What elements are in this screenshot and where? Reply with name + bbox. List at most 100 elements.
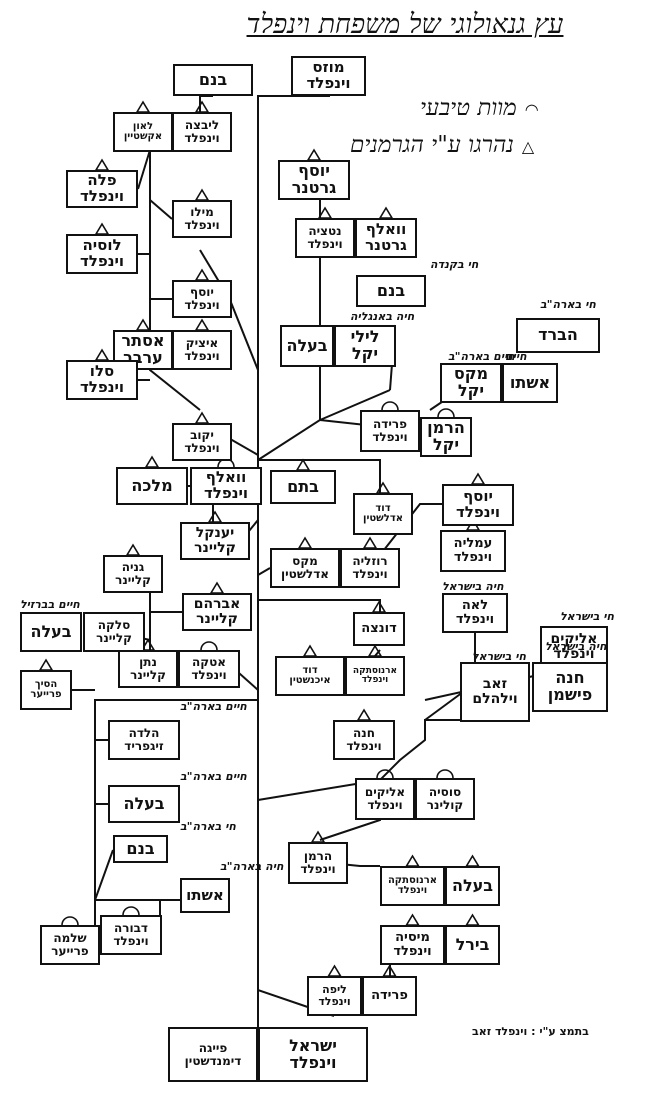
residence-note-israel1: חיה בישראל (442, 580, 504, 593)
residence-note-israel4: חיה בישראל (545, 640, 607, 653)
residence-note-israel2: חי בישראל (560, 610, 615, 623)
person-first-name: גניה (121, 560, 145, 575)
person-box-baala4: בעלה (445, 866, 500, 906)
person-first-name: הסיך (34, 678, 58, 690)
person-first-name: לילי (350, 327, 380, 347)
triangle-marker (94, 348, 110, 361)
person-first-name: יוסף (463, 487, 493, 506)
person-first-name: בנם (376, 280, 406, 300)
triangle-marker (310, 830, 326, 843)
person-first-name: נטציה (308, 224, 342, 239)
residence-note-israel3: חי בישראל (472, 650, 527, 663)
person-last-name: וינפלד (367, 798, 403, 812)
person-last-name: אדלשטין (281, 567, 329, 581)
person-last-name: וינפלד (191, 668, 227, 682)
person-first-name: אליקים (550, 631, 598, 648)
person-first-name: פרידה (371, 988, 408, 1004)
person-last-name: וינפלד (318, 995, 351, 1008)
triangle-marker (297, 536, 313, 549)
person-last-name: וינפלד (306, 74, 351, 92)
person-last-name: גרטנר (291, 178, 337, 197)
person-last-name: וינפלד (372, 430, 408, 444)
person-first-name: סלקה (97, 618, 131, 633)
triangle-marker (356, 708, 372, 721)
person-last-name: איכנשטין (289, 675, 331, 686)
person-first-name: פייגה (198, 1040, 228, 1055)
person-first-name: וואלף (205, 468, 247, 487)
person-first-name: הרמן (427, 418, 465, 438)
triangle-marker (362, 536, 378, 549)
person-box-baala3: בעלה (280, 325, 334, 367)
person-last-name: פרייער (30, 689, 62, 700)
triangle-marker (295, 458, 311, 471)
residence-note-brazil: חיים בברזיל (20, 598, 80, 611)
person-last-name: וינפלד (113, 934, 149, 948)
triangle-marker (194, 100, 210, 113)
person-first-name: זאב (482, 676, 508, 693)
page-title: עץ גנאולוגי של משפחת וינפלד (246, 9, 564, 40)
tree-edge (258, 599, 381, 612)
person-last-name: גרטנר (365, 236, 407, 254)
person-first-name: סוסיה (428, 785, 462, 800)
person-first-name: אשתו (509, 372, 551, 392)
person-last-name: קולינר (426, 798, 464, 812)
semicircle-marker (122, 906, 140, 916)
credit-text: בתמצ ע"י : וינפלד זאב (472, 1025, 589, 1038)
semicircle-marker (61, 916, 79, 926)
person-last-name: קליינר (194, 540, 236, 556)
person-first-name: חנה (353, 726, 375, 741)
person-last-name: וינפלד (79, 378, 125, 396)
person-first-name: ארנוסתקה (387, 874, 438, 886)
triangle-marker (194, 188, 210, 201)
person-last-name: פישמן (547, 685, 593, 704)
person-last-name: וינפלד (455, 503, 501, 521)
person-last-name: פרייער (51, 944, 89, 958)
semicircle-marker (200, 641, 218, 651)
person-first-name: עמליה (453, 536, 493, 552)
person-first-name: לאון (132, 120, 154, 132)
person-last-name: וינפלד (289, 1052, 337, 1072)
person-box-ishto1: אשתו (180, 878, 230, 913)
person-first-name: חנה (555, 668, 585, 688)
residence-note-usa5: חיים בארה"ב (180, 770, 247, 783)
person-first-name: יוסף (298, 161, 330, 181)
person-first-name: מקס (453, 364, 489, 384)
person-first-name: אברהם (193, 596, 241, 613)
semicircle-marker (376, 769, 394, 779)
person-last-name: קליינר (96, 631, 132, 645)
person-first-name: מקס (292, 554, 318, 569)
person-first-name: ישראל (289, 1035, 337, 1055)
triangle-marker (378, 206, 394, 219)
person-first-name: שלמה (53, 931, 87, 946)
triangle-marker (375, 481, 391, 494)
triangle-marker (405, 854, 420, 867)
person-last-name: וילהלם (472, 691, 518, 707)
person-first-name: איציק (185, 336, 219, 351)
person-first-name: מוזס (312, 58, 345, 77)
triangle-marker (94, 158, 110, 171)
tree-edge (149, 199, 173, 220)
triangle-marker (207, 510, 223, 523)
person-first-name: מלכה (131, 475, 173, 495)
triangle-marker (125, 543, 141, 556)
person-box-banim3: בנם (356, 275, 426, 307)
residence-note-usa6: חי בארה"ב (180, 820, 236, 833)
tree-edge (94, 849, 114, 901)
